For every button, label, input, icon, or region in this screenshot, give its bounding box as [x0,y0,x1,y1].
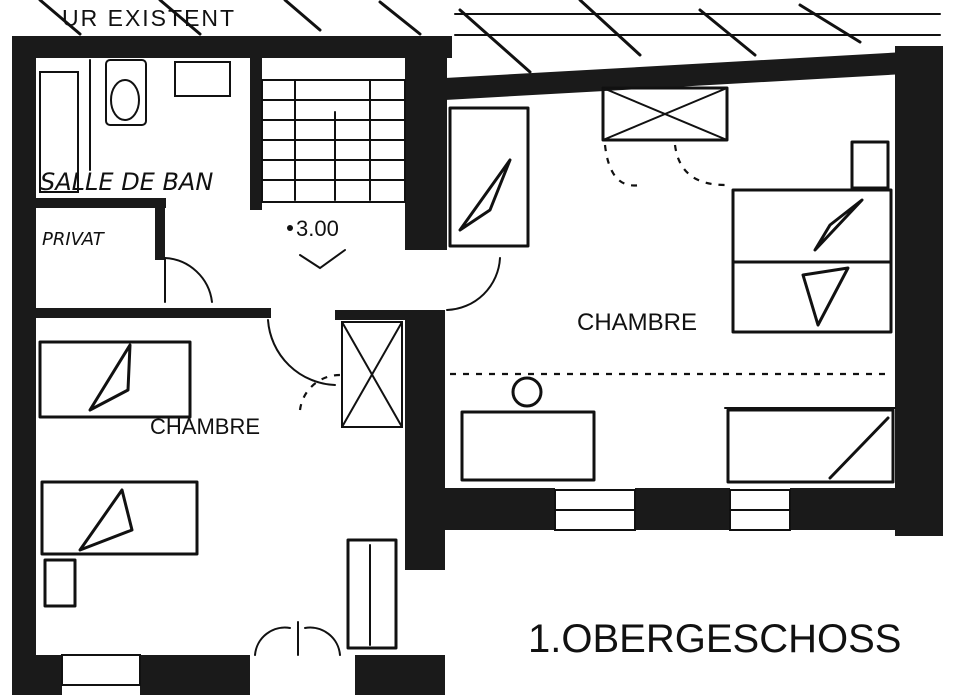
existing-wall-label: UR EXISTENT [62,5,236,31]
bathroom-label: SALLE DE BAN [40,168,213,196]
windows [61,489,791,686]
bathroom-fixtures [39,59,231,193]
wardrobe-left [341,321,403,428]
existing-wall-hatching [38,0,941,74]
height-marker-dot [287,225,293,231]
right-bedroom-label: CHAMBRE [577,309,697,336]
door-swings [164,257,501,656]
left-bedroom-furniture [38,340,398,650]
ceiling-height-label: 3.00 [296,216,339,241]
walls [12,36,943,695]
floor-title: 1.OBERGESCHOSS [528,617,901,661]
staircase [261,79,406,270]
left-bedroom-label: CHAMBRE [150,414,260,439]
wc-label: PRIVAT [42,229,106,250]
right-bedroom-furniture [448,86,896,484]
